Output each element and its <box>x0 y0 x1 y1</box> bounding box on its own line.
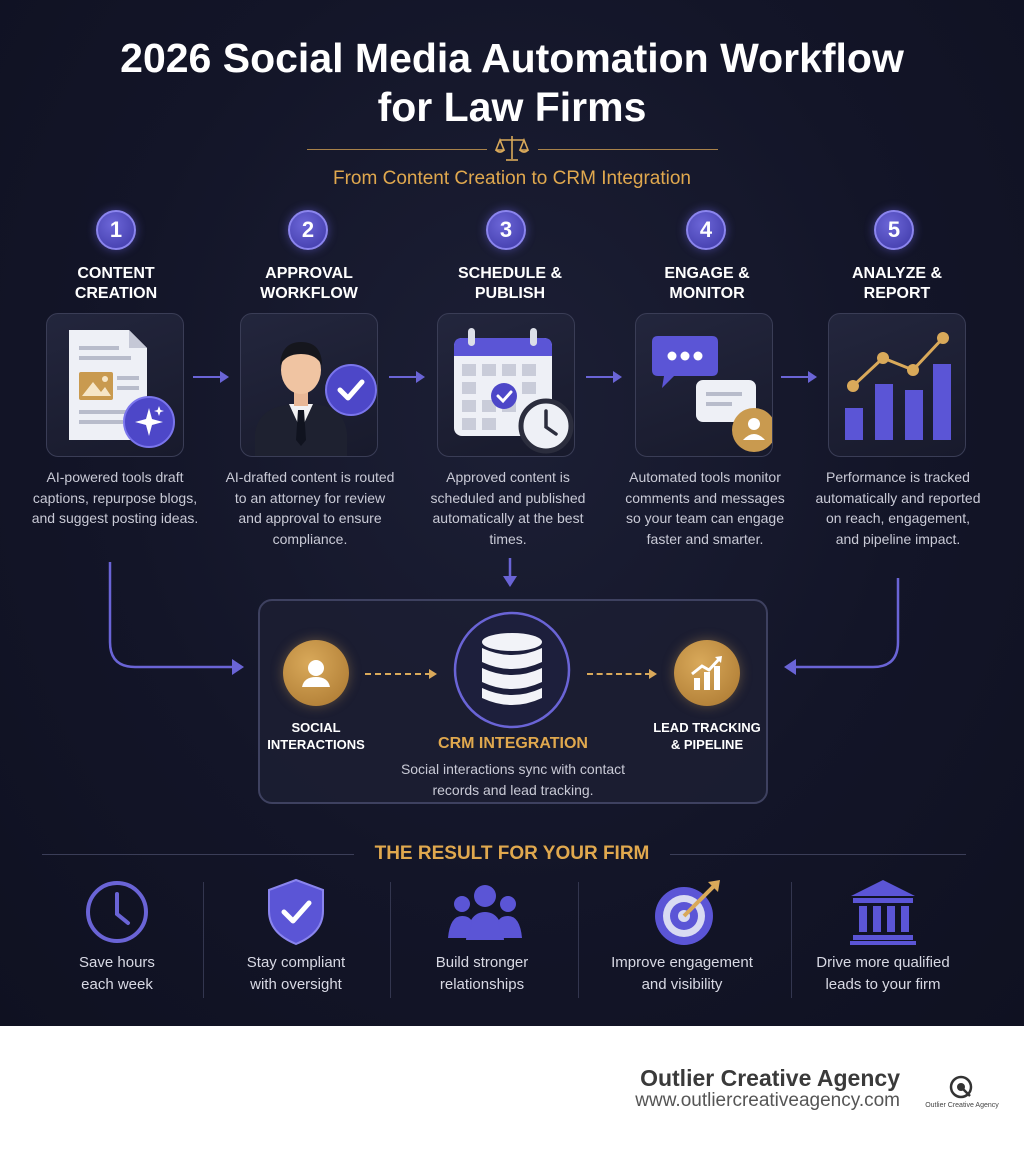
scales-of-justice-icon <box>495 136 529 161</box>
crm-description-line-1: Social interactions sync with contact <box>400 761 626 777</box>
result-section-title: THE RESULT FOR YOUR FIRM <box>374 843 650 864</box>
people-icon <box>448 885 522 940</box>
result-1-line-1: Save hours <box>79 954 155 971</box>
document-sparkle-icon <box>69 330 175 448</box>
lead-tracking-label: LEAD TRACKING & PIPELINE <box>653 720 761 752</box>
result-4-line-1: Improve engagement <box>611 954 753 971</box>
social-interactions-circle <box>283 640 349 706</box>
step-4-title: ENGAGE & MONITOR <box>664 265 750 302</box>
result-column-divider <box>390 882 391 998</box>
result-2-text: Stay compliant with oversight <box>206 952 386 996</box>
calendar-clock-icon <box>454 328 574 454</box>
step-1-number: 1 <box>96 210 136 250</box>
crm-connector-arrows <box>108 558 900 675</box>
title-line-1: 2026 Social Media Automation Workflow <box>120 35 904 81</box>
title-divider-left <box>307 149 487 150</box>
title-line-2: for Law Firms <box>377 84 647 130</box>
result-5-text: Drive more qualified leads to your firm <box>793 952 973 996</box>
dotted-arrow-left <box>365 669 437 679</box>
step-3-description: Approved content is scheduled and publis… <box>430 469 586 547</box>
subtitle: From Content Creation to CRM Integration <box>333 168 691 189</box>
step-3-card <box>437 313 575 457</box>
attorney-check-icon <box>255 342 377 456</box>
step-2-description: AI-drafted content is routed to an attor… <box>225 469 395 547</box>
step-5-card <box>828 313 966 457</box>
result-5-line-1: Drive more qualified <box>816 954 950 971</box>
result-1-line-2: each week <box>81 976 153 993</box>
agency-logo-icon <box>949 1075 973 1099</box>
bar-chart-icon <box>845 332 951 440</box>
arrow-step-2-to-3 <box>389 371 425 383</box>
result-column-divider <box>791 882 792 998</box>
arrow-step-3-to-4 <box>586 371 622 383</box>
result-divider-left <box>42 854 354 855</box>
agency-logo-text: Outlier Creative Agency <box>925 1102 999 1109</box>
step-1-title: CONTENT CREATION <box>74 265 158 302</box>
result-4-text: Improve engagement and visibility <box>592 952 772 996</box>
result-2-line-1: Stay compliant <box>246 954 346 971</box>
result-3-line-2: relationships <box>439 976 525 993</box>
target-icon <box>655 880 720 945</box>
crm-description-line-2: records and lead tracking. <box>432 782 594 798</box>
step-3-title: SCHEDULE & PUBLISH <box>457 265 562 302</box>
clock-icon <box>86 881 148 943</box>
arrow-step-1-to-2 <box>193 371 229 383</box>
result-3-text: Build stronger relationships <box>392 952 572 996</box>
step-5-number: 5 <box>874 210 914 250</box>
chat-bubbles-icon <box>652 336 772 452</box>
result-4-line-2: and visibility <box>641 976 723 993</box>
step-5-description: Performance is tracked automatically and… <box>815 469 981 547</box>
step-3-number: 3 <box>486 210 526 250</box>
agency-url[interactable]: www.outliercreativeagency.com <box>635 1090 900 1111</box>
step-2-number: 2 <box>288 210 328 250</box>
result-3-line-1: Build stronger <box>435 954 529 971</box>
step-4-description: Automated tools monitor comments and mes… <box>625 469 785 547</box>
step-2-card <box>240 313 378 457</box>
result-divider-right <box>670 854 966 855</box>
dotted-arrow-right <box>587 669 657 679</box>
step-4-card <box>635 313 773 457</box>
result-5-line-2: leads to your firm <box>825 976 941 993</box>
growth-chart-icon <box>691 656 722 690</box>
step-1-description: AI-powered tools draft captions, repurpo… <box>31 469 199 526</box>
result-1-text: Save hours each week <box>27 952 207 996</box>
infographic-canvas: 2026 Social Media Automation Workflow fo… <box>0 0 1024 1026</box>
user-icon <box>302 660 330 687</box>
step-1-card <box>46 313 184 457</box>
crm-integration-title: CRM INTEGRATION <box>438 735 588 752</box>
result-2-line-2: with oversight <box>250 976 342 993</box>
courthouse-icon <box>850 880 916 945</box>
shield-check-icon <box>268 878 324 946</box>
result-column-divider <box>578 882 579 998</box>
result-column-divider <box>203 882 204 998</box>
step-5-title: ANALYZE & REPORT <box>851 265 943 302</box>
title-divider-right <box>538 149 718 150</box>
lead-tracking-circle <box>674 640 740 706</box>
social-interactions-label: SOCIAL INTERACTIONS <box>267 720 365 752</box>
step-2-title: APPROVAL WORKFLOW <box>260 265 358 302</box>
step-4-number: 4 <box>686 210 726 250</box>
database-icon <box>453 611 571 729</box>
agency-name: Outlier Creative Agency <box>640 1065 900 1091</box>
arrow-step-4-to-5 <box>781 371 817 383</box>
